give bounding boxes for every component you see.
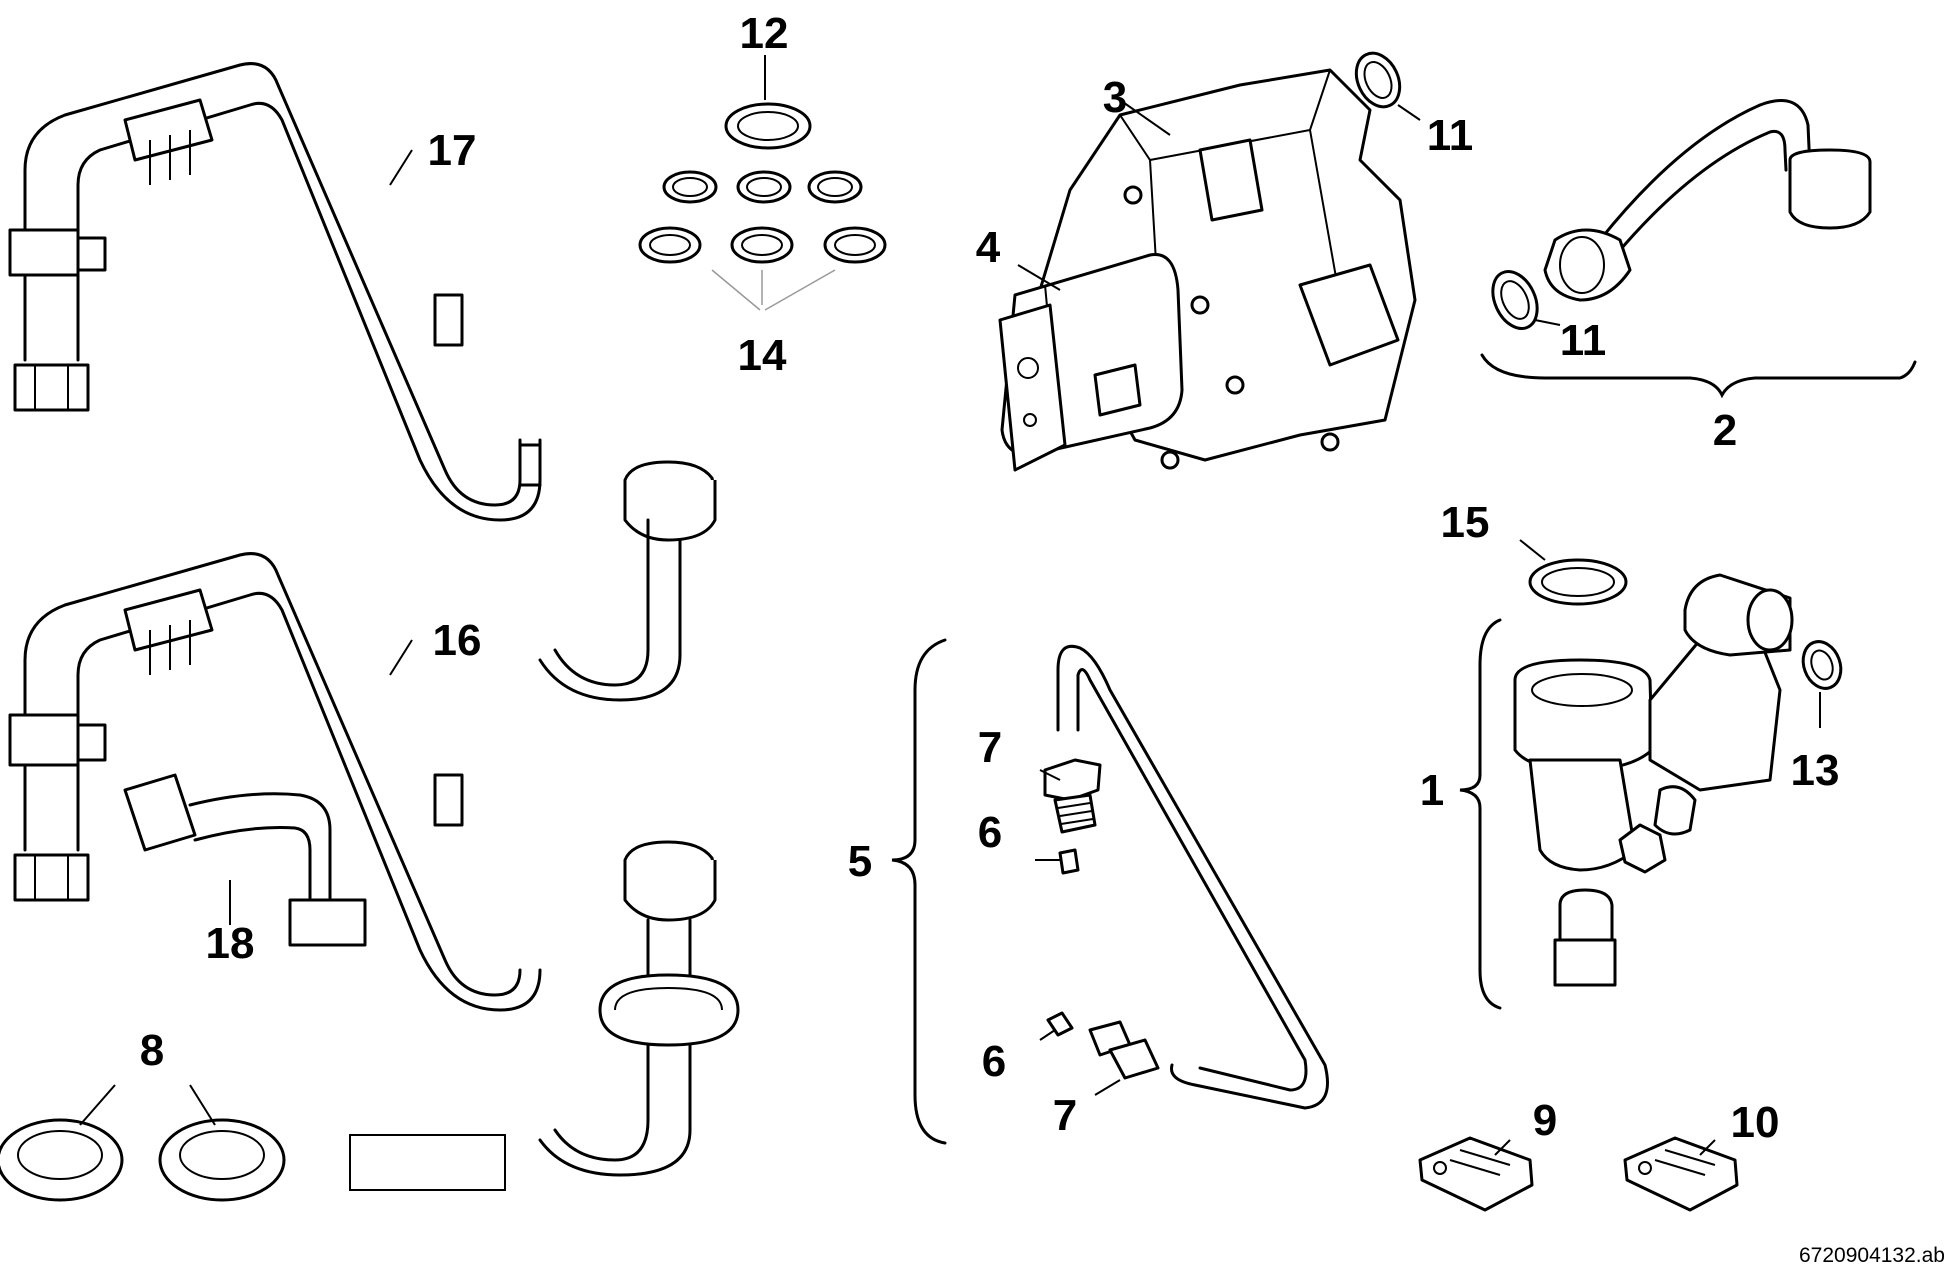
callout-15: 15 (1441, 498, 1490, 547)
callout-labels: 12 14 3 4 11 11 2 15 13 1 17 16 18 7 6 5… (140, 9, 1945, 1267)
valve-body-1 (1513, 573, 1794, 987)
callout-7-lower: 7 (1053, 1091, 1077, 1140)
grommet-8-right (158, 1118, 286, 1202)
callout-4: 4 (976, 223, 1001, 272)
pipe-assembly-16 (8, 552, 740, 1177)
callout-10: 10 (1731, 1098, 1780, 1147)
callout-2: 2 (1713, 406, 1737, 455)
connector-10 (1623, 1136, 1739, 1212)
brace-part-5 (891, 638, 947, 1145)
callout-11-lower: 11 (1560, 316, 1607, 365)
brace-part-1 (1459, 618, 1502, 1010)
callout-11-upper: 11 (1427, 111, 1474, 160)
seal-12 (724, 102, 812, 150)
screw-7-lower (1088, 1020, 1160, 1080)
seal-11-lower (1491, 270, 1539, 330)
callout-6-upper: 6 (978, 808, 1002, 857)
seal-13 (1801, 640, 1843, 690)
callout-14: 14 (738, 331, 787, 380)
nipple-6-upper (1058, 848, 1080, 875)
callout-6-lower: 6 (982, 1037, 1006, 1086)
callout-17: 17 (428, 126, 477, 175)
tube-5 (1056, 644, 1329, 1110)
empty-label-box (349, 1134, 506, 1191)
seal-15 (1528, 558, 1628, 606)
callout-3: 3 (1103, 73, 1127, 122)
callout-13: 13 (1791, 746, 1840, 795)
seal-set-14 (638, 170, 887, 264)
callout-16: 16 (433, 616, 482, 665)
solenoid-coil-4 (998, 252, 1184, 472)
callout-8: 8 (140, 1026, 164, 1075)
pipe-assembly-17 (8, 62, 717, 702)
brace-part-2 (1480, 353, 1917, 399)
callout-12: 12 (740, 9, 789, 58)
callout-5: 5 (848, 837, 872, 886)
callout-18: 18 (206, 919, 255, 968)
leader-lines (79, 55, 1821, 1156)
connector-9 (1418, 1136, 1534, 1212)
drawing-code: 6720904132.ab (1799, 1244, 1945, 1267)
screw-7-upper (1043, 758, 1102, 834)
callout-7-upper: 7 (978, 723, 1002, 772)
callout-1: 1 (1420, 766, 1444, 815)
connector-pipe-18 (123, 773, 367, 947)
seal-11-upper (1354, 51, 1402, 109)
callout-9: 9 (1533, 1096, 1557, 1145)
grommet-8-left (0, 1118, 124, 1202)
connection-pipe-2 (1543, 99, 1872, 302)
